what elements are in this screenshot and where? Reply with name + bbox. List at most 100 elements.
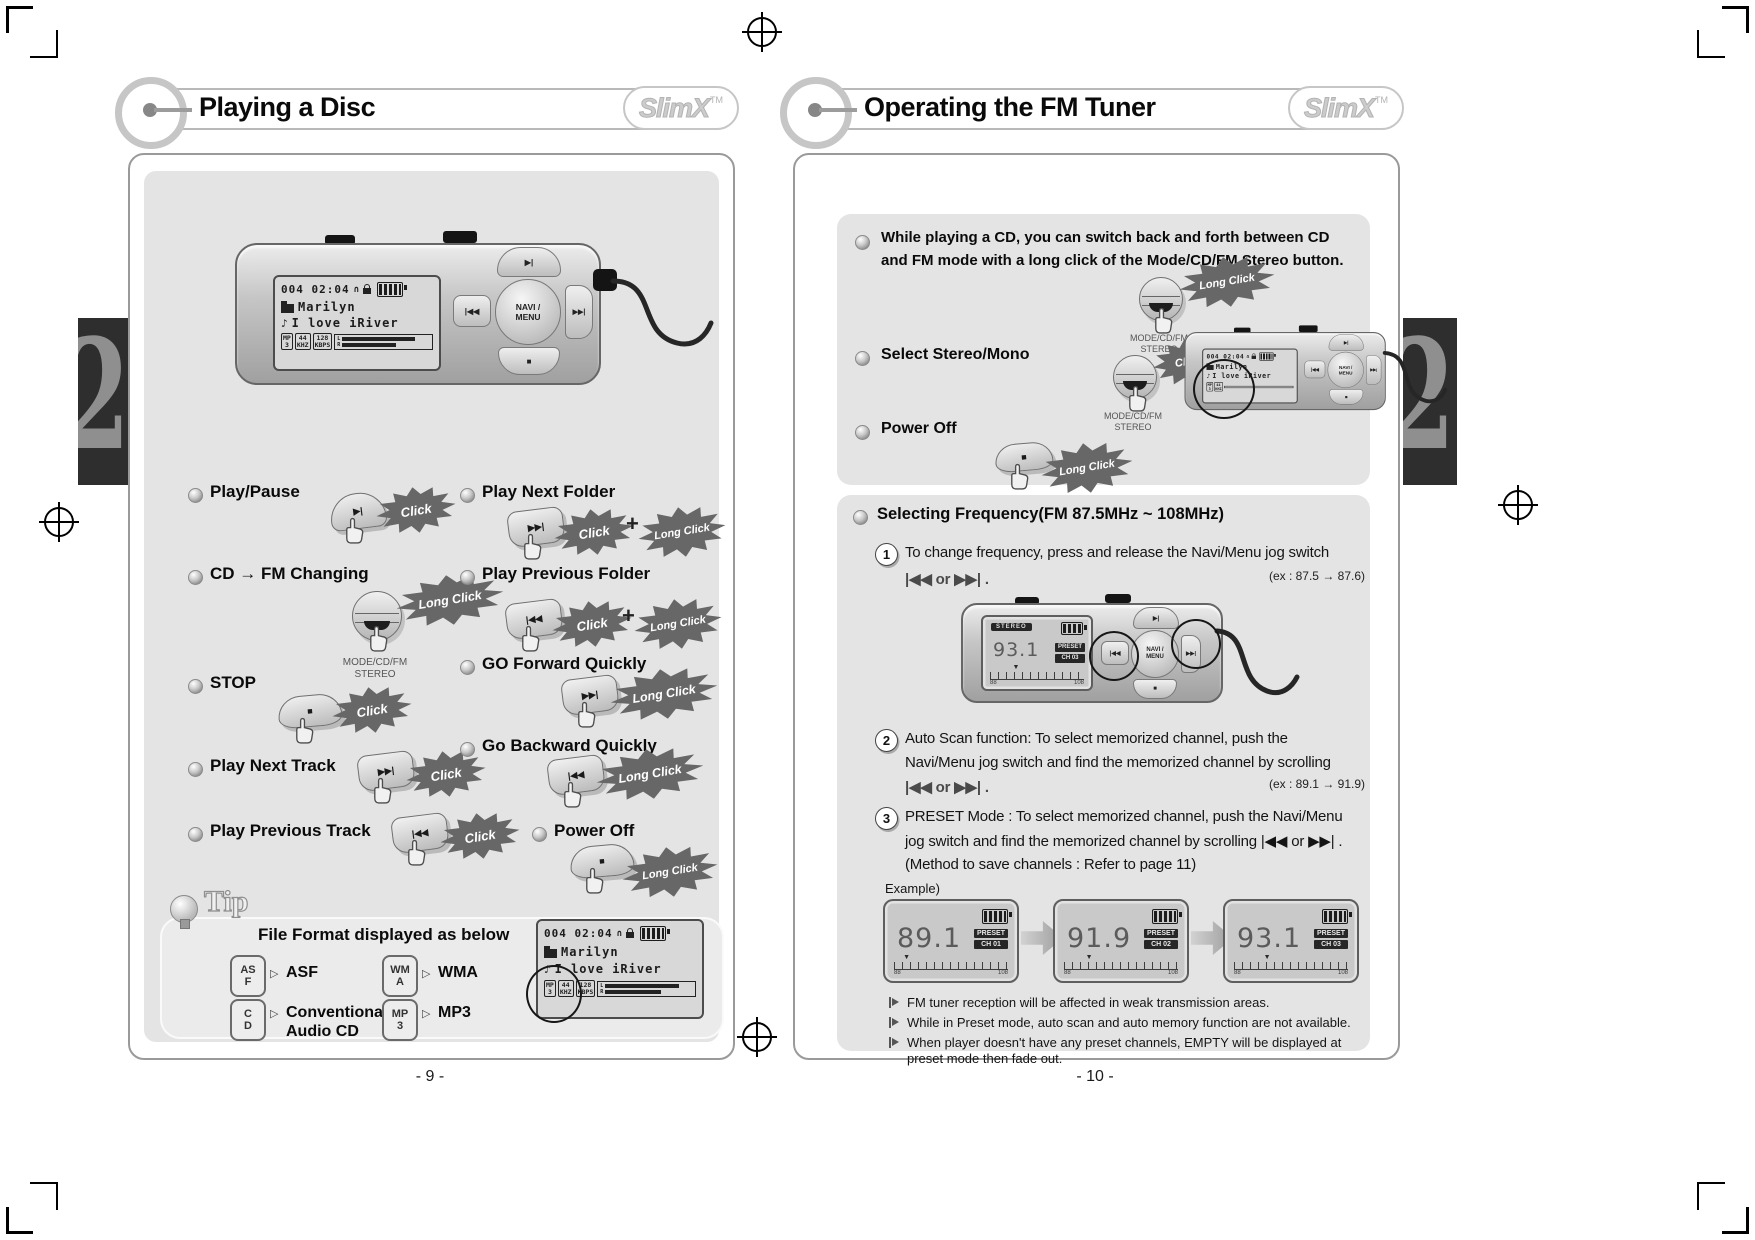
frequency-pointer: ▼ xyxy=(903,954,911,961)
battery-icon xyxy=(1259,352,1276,361)
registration-target-bottom xyxy=(737,1017,777,1057)
hand-cursor-icon xyxy=(578,701,596,728)
note-3: When player doesn't have any preset chan… xyxy=(907,1035,1342,1066)
music-note-icon: ♪ xyxy=(281,316,288,330)
fm-frequency: 91.9 xyxy=(1067,923,1132,954)
lcd-folder-name: Marilyn xyxy=(298,300,356,314)
brand-trademark: TM xyxy=(1375,95,1388,105)
lcd-track-row: ♪ I love iRiver xyxy=(281,316,433,330)
action-label: Power Off xyxy=(554,821,635,840)
headphone-icon: ∩ xyxy=(1246,353,1250,360)
right-page: While playing a CD, you can switch back … xyxy=(793,153,1448,1066)
stereo-indicator: STEREO xyxy=(991,623,1032,631)
device-cord xyxy=(1382,350,1448,404)
hand-cursor-icon xyxy=(586,867,604,894)
bullet-dot xyxy=(188,827,203,842)
step2-text2: Navi/Menu jog switch and find the memori… xyxy=(905,754,1331,771)
device-button-nub xyxy=(1298,325,1318,332)
battery-icon xyxy=(982,909,1012,924)
lock-icon xyxy=(1251,353,1257,359)
lock-icon xyxy=(363,284,372,294)
frequency-ruler: ▼ 88 108 xyxy=(1234,954,1348,976)
jog-stop-button: ■ xyxy=(1329,389,1364,405)
step3-text3: (Method to save channels : Refer to page… xyxy=(905,856,1197,873)
brand-name: SlimX xyxy=(638,92,710,123)
lcd-folder-row: Marilyn xyxy=(544,945,696,959)
page-title: Playing a Disc xyxy=(199,92,376,122)
bullet-dot xyxy=(853,510,868,525)
example-label: Example) xyxy=(885,881,940,896)
note-2: While in Preset mode, auto scan and auto… xyxy=(907,1015,1351,1030)
lcd-folder-row: Marilyn xyxy=(281,300,433,314)
bullet-dot xyxy=(855,351,870,366)
header-ornament-ring xyxy=(115,77,187,149)
fm-lcd-display: STEREO 93.1 PRESET CH 03 ▼ 88 108 xyxy=(981,615,1093,691)
bullet-dot xyxy=(460,660,475,675)
mode-button-dark-arc xyxy=(1123,381,1147,391)
level-left: L xyxy=(600,983,693,989)
fm-tuner-illustration: STEREO 93.1 PRESET CH 03 ▼ 88 108 ▶| |◀◀… xyxy=(955,593,1300,713)
jog-previous-button: |◀◀ xyxy=(1304,360,1326,379)
bullet-dot xyxy=(460,570,475,585)
format-name: WMA xyxy=(438,964,478,981)
hand-cursor-icon xyxy=(522,625,540,652)
crop-mark-top-right xyxy=(1722,6,1749,33)
level-bar xyxy=(342,336,415,341)
device-cord xyxy=(610,278,714,347)
note-flag-icon xyxy=(889,1037,901,1049)
fm-frequency: 93.1 xyxy=(993,639,1040,661)
registration-target-left xyxy=(39,502,79,542)
action-label: Play/Pause xyxy=(210,482,300,501)
jog-previous-button: |◀◀ xyxy=(453,295,491,327)
print-tick xyxy=(56,1182,58,1210)
hand-cursor-icon xyxy=(296,717,314,744)
jog-play-pause-button: ▶| xyxy=(497,247,561,277)
header-ornament-line xyxy=(819,108,857,112)
scale-min: 88 xyxy=(990,680,997,686)
frequency-pointer: ▼ xyxy=(1085,954,1093,961)
format-marker: ▷ xyxy=(422,968,431,980)
battery-icon xyxy=(1061,622,1087,635)
navi-menu-jog-switch: NAVI /MENU xyxy=(1327,351,1364,389)
step2-text1: Auto Scan function: To select memorized … xyxy=(905,730,1288,747)
header-ornament-dot xyxy=(143,103,157,117)
action-label: Play Next Track xyxy=(210,756,336,775)
bullet-dot xyxy=(188,679,203,694)
mode-button-dark-arc xyxy=(1149,303,1173,313)
hand-cursor-icon xyxy=(374,777,392,804)
bullet-dot xyxy=(855,235,870,250)
format-marker: ▷ xyxy=(422,1008,431,1020)
action-label: Play Previous Track xyxy=(210,821,371,840)
example-screen-1: 89.1 PRESET CH 01 ▼ 88 108 xyxy=(883,899,1019,983)
hand-cursor-icon xyxy=(1011,463,1029,490)
action-label: CD → FM Changing xyxy=(210,564,369,583)
level-left: L xyxy=(337,336,430,342)
step1-example: (ex : 87.5 → 87.6) xyxy=(1268,569,1365,583)
print-tick xyxy=(1697,1182,1699,1210)
level-bar xyxy=(605,983,680,988)
folder-icon xyxy=(544,945,557,958)
device-button-nub xyxy=(1105,594,1131,603)
select-stereo-label: Select Stereo/Mono xyxy=(881,346,1030,363)
bullet-dot xyxy=(855,425,870,440)
bullet-dot xyxy=(460,488,475,503)
scale-max: 108 xyxy=(1073,680,1084,686)
mode-button-annotation-circle xyxy=(1193,359,1255,419)
battery-icon xyxy=(1322,909,1352,924)
print-tick xyxy=(56,30,58,58)
format-marker: ▷ xyxy=(270,968,279,980)
action-label: Play Next Folder xyxy=(482,482,616,501)
hand-cursor-icon xyxy=(564,781,582,808)
frequency-ruler: ▼ 88 108 xyxy=(990,664,1084,686)
hand-cursor-icon xyxy=(1129,385,1147,412)
print-tick xyxy=(30,1182,58,1184)
tip-heading: File Format displayed as below xyxy=(258,925,510,944)
step1-symbols: |◀◀ or ▶▶| . xyxy=(905,571,989,588)
scale-min: 88 xyxy=(894,970,901,976)
lcd-folder-name: Marilyn xyxy=(561,945,619,959)
action-label: Go Backward Quickly xyxy=(482,736,657,755)
header-ornament-line xyxy=(154,108,192,112)
